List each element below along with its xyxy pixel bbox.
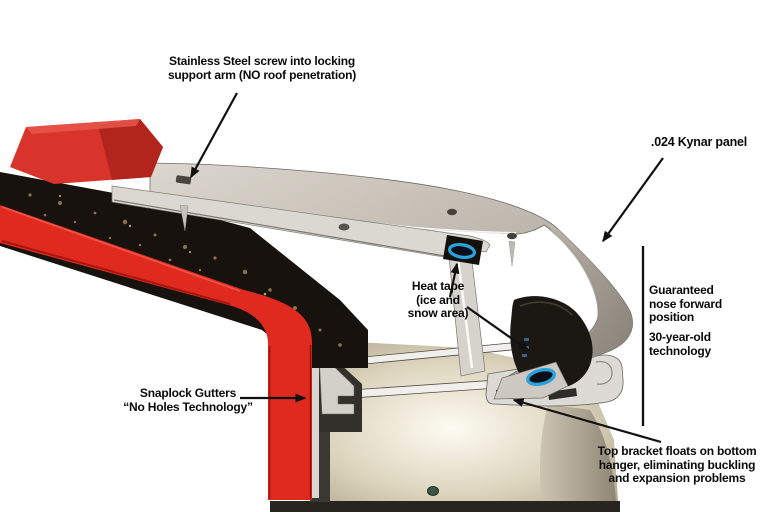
label-line: Snaplock Gutters <box>139 386 237 400</box>
label-heat-tape: Heat tape (ice and snow area) <box>388 279 488 321</box>
stand-front-leg <box>540 404 616 501</box>
arrow-kynar <box>602 157 664 243</box>
arm-rivet <box>338 223 350 231</box>
label-top-bracket: Top bracket floats on bottom hanger, eli… <box>588 444 766 486</box>
shingle-speckles <box>28 193 342 347</box>
upright-bracket <box>448 252 486 377</box>
label-line: and expansion problems <box>608 471 746 485</box>
label-line: hanger, eliminating buckling <box>598 457 756 472</box>
red-gutter <box>0 205 312 500</box>
label-line: Stainless Steel screw into locking <box>169 54 355 68</box>
stainless-screw-head <box>175 175 192 185</box>
label-line: Heat tape <box>411 279 465 293</box>
arrow-top-bracket <box>512 398 662 444</box>
label-line: Guaranteed <box>649 283 714 297</box>
annotation-arrows <box>190 92 664 444</box>
label-line: technology <box>649 343 712 358</box>
label-line: support arm (NO roof penetration) <box>167 67 357 82</box>
label-stainless-screw: Stainless Steel screw into locking suppo… <box>152 54 372 82</box>
label-technology: 30-year-old technology <box>649 330 761 358</box>
arrow-heat-tape-lower <box>466 306 530 351</box>
label-line: nose forward <box>649 296 722 311</box>
arrow-screw <box>190 92 238 179</box>
gutter-face <box>0 205 312 500</box>
label-snaplock-gutters: Snaplock Gutters “No Holes Technology” <box>112 386 264 414</box>
label-line: position <box>649 310 695 324</box>
stand-base-strip <box>270 501 620 512</box>
label-line: “No Holes Technology” <box>123 399 253 414</box>
label-line: Top bracket floats on bottom <box>597 444 757 458</box>
stand-screw <box>427 486 439 496</box>
heat-tape-upper <box>443 235 483 265</box>
heat-tape-lower <box>526 367 556 387</box>
red-cap-flap <box>10 119 163 184</box>
panel-nose-face <box>549 229 633 369</box>
arrow-heat-tape-upper <box>448 262 460 298</box>
label-nose-forward: Guaranteed nose forward position <box>649 283 761 325</box>
label-line: snow area) <box>407 306 469 320</box>
label-line: 30-year-old <box>649 330 711 344</box>
label-line: (ice and <box>416 292 460 307</box>
panel-screws <box>447 208 517 267</box>
stainless-screw-shaft <box>179 204 189 232</box>
label-line: .024 Kynar panel <box>650 135 748 149</box>
label-kynar-panel: .024 Kynar panel <box>633 135 765 150</box>
